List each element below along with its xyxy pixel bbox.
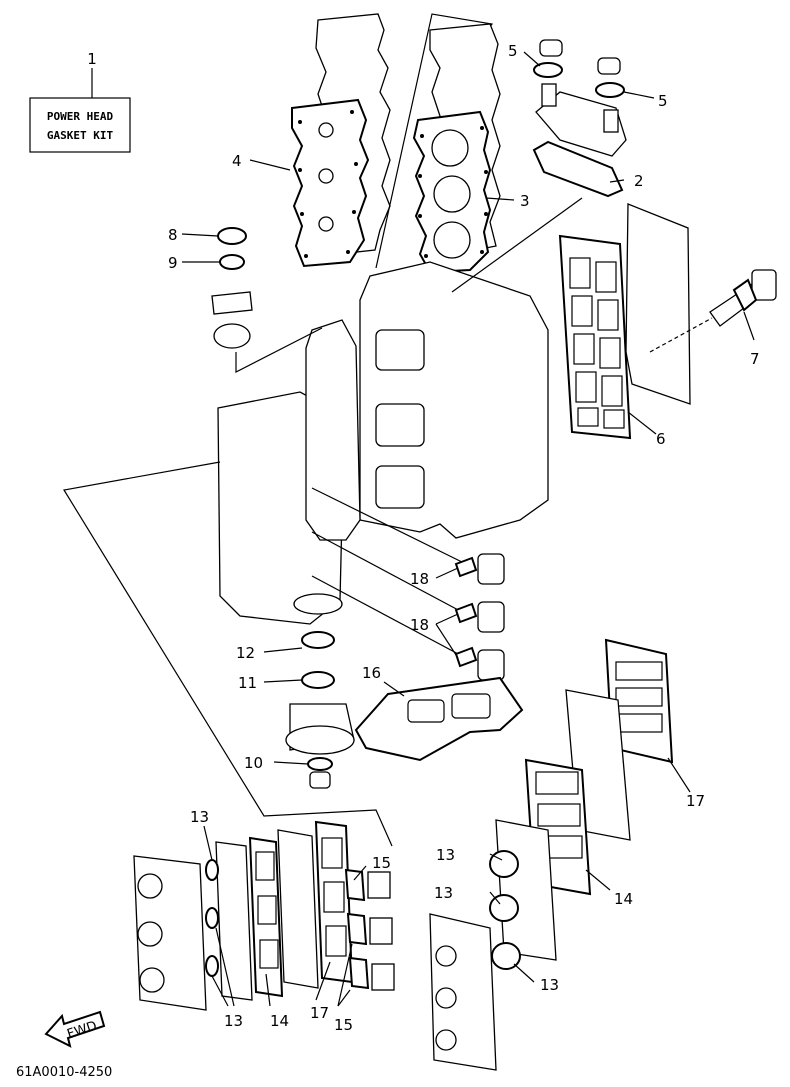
callout-12: 12 (236, 644, 255, 662)
gasket-5b[interactable] (595, 82, 625, 98)
gasket-13-left-2[interactable] (205, 907, 219, 929)
callout-3: 3 (520, 192, 530, 210)
callout-13d: 13 (434, 884, 453, 902)
intake-manifold-left (277, 829, 319, 989)
o-ring-9[interactable] (219, 254, 245, 270)
callout-14b: 14 (614, 890, 633, 908)
callout-4: 4 (232, 152, 242, 170)
callout-15b: 15 (334, 1016, 353, 1034)
callout-8: 8 (168, 226, 178, 244)
gasket-18b-upper[interactable] (454, 602, 478, 624)
thermostat-cover (535, 91, 627, 157)
base-gasket-16[interactable] (354, 676, 524, 762)
callout-14a: 14 (270, 1012, 289, 1030)
callout-13a: 13 (190, 808, 209, 826)
gasket-5a[interactable] (533, 62, 563, 78)
gasket-13-left-1[interactable] (205, 859, 219, 881)
callout-16: 16 (362, 664, 381, 682)
head-cover-gasket-4[interactable] (291, 98, 370, 268)
gasket-12[interactable] (301, 631, 335, 649)
callout-10: 10 (244, 754, 263, 772)
exhaust-gasket-6[interactable] (558, 234, 632, 440)
gasket-7[interactable] (732, 278, 758, 312)
callout-17b: 17 (310, 1004, 329, 1022)
reed-valve-gasket-15-c[interactable] (348, 956, 370, 990)
callout-7: 7 (750, 350, 760, 368)
callout-6: 6 (656, 430, 666, 448)
callout-15a: 15 (372, 854, 391, 872)
callout-13e: 13 (540, 976, 559, 994)
callout-11: 11 (238, 674, 257, 692)
reed-gasket-14-left[interactable] (248, 836, 284, 998)
callout-1: 1 (87, 50, 97, 68)
exhaust-inner-plate (625, 203, 691, 405)
reed-valve-gasket-15-a[interactable] (344, 868, 366, 902)
fwd-arrow: FWD (44, 1010, 106, 1048)
carburetor-plate-left (215, 841, 253, 1001)
callout-2: 2 (634, 172, 644, 190)
callout-13c: 13 (436, 846, 455, 864)
callout-17a: 17 (686, 792, 705, 810)
callout-5a: 5 (508, 42, 518, 60)
exhaust-cover-gasket-2[interactable] (532, 140, 624, 198)
carburetor-body-right (495, 819, 557, 961)
gasket-13-upper[interactable] (489, 850, 519, 878)
oil-seal-10[interactable] (307, 757, 333, 771)
callout-9: 9 (168, 254, 178, 272)
oil-seal-8[interactable] (217, 227, 247, 245)
callout-5b: 5 (658, 92, 668, 110)
callout-18b: 18 (410, 616, 429, 634)
callout-18a: 18 (410, 570, 429, 588)
gasket-18b-lower[interactable] (454, 646, 478, 668)
gasket-13-left-3[interactable] (205, 955, 219, 977)
callout-13b: 13 (224, 1012, 243, 1030)
o-ring-11[interactable] (301, 671, 335, 689)
kit-box-line1: POWER HEAD (47, 110, 114, 123)
diagram-code: 61A0010-4250 (16, 1065, 112, 1080)
gasket-13-mid[interactable] (489, 894, 519, 922)
gasket-18a[interactable] (454, 556, 478, 578)
reed-valve-gasket-15-b[interactable] (346, 912, 368, 946)
kit-box-line2: GASKET KIT (47, 129, 114, 142)
gasket-13-low[interactable] (491, 942, 521, 970)
crankshaft (305, 319, 361, 541)
intake-gasket-17-left[interactable] (314, 820, 354, 984)
gasket-kit-box[interactable]: POWER HEAD GASKET KIT (29, 97, 131, 153)
